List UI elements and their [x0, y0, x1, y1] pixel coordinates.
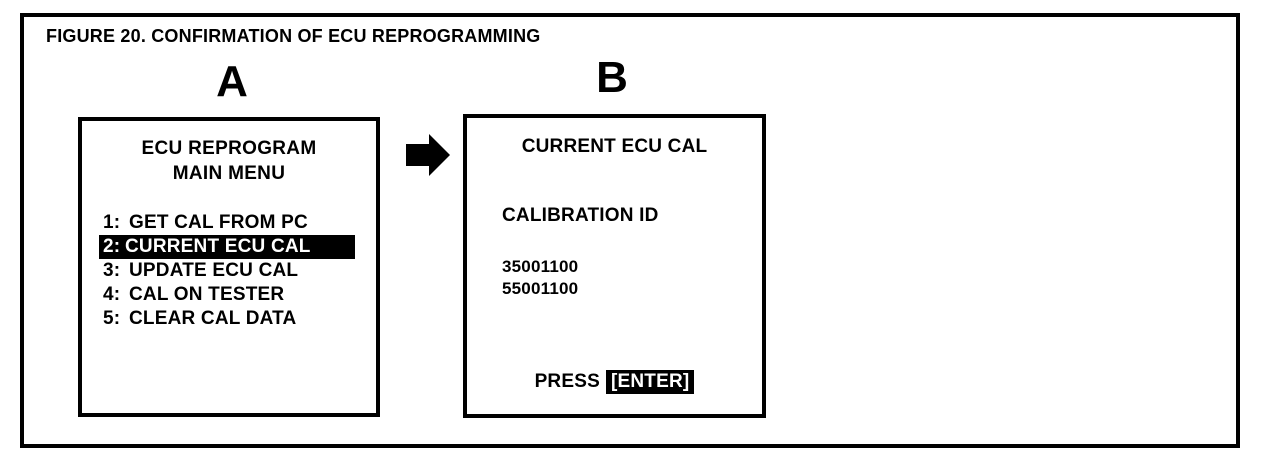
panel-a-letter: A	[216, 57, 248, 106]
menu-item-3-number: 3:	[103, 260, 121, 281]
panel-b-letter: B	[596, 53, 628, 102]
figure-title: FIGURE 20. CONFIRMATION OF ECU REPROGRAM…	[46, 26, 541, 46]
menu-item-1-label: GET CAL FROM PC	[129, 212, 308, 233]
panel-b-subheading: CALIBRATION ID	[502, 205, 659, 226]
menu-list: 1: GET CAL FROM PC 2:CURRENT ECU CAL 3: UP…	[99, 211, 361, 331]
calibration-id-value-1: 35001100	[502, 257, 579, 276]
menu-item-5-label: CLEAR CAL DATA	[129, 308, 297, 329]
menu-item-2-number: 2:	[103, 236, 121, 257]
menu-item-3-label: UPDATE ECU CAL	[129, 260, 299, 281]
menu-item-1[interactable]: 1: GET CAL FROM PC	[99, 211, 361, 235]
arrow-right-icon	[404, 133, 452, 177]
menu-item-5[interactable]: 5: CLEAR CAL DATA	[99, 307, 361, 331]
enter-key-badge[interactable]: [ENTER]	[605, 370, 695, 394]
menu-item-2[interactable]: 2:CURRENT ECU CAL	[99, 235, 355, 259]
panel-b-heading: CURRENT ECU CAL	[521, 136, 708, 157]
calibration-id-value-2: 55001100	[502, 279, 579, 298]
menu-item-4[interactable]: 4: CAL ON TESTER	[99, 283, 361, 307]
press-enter-prompt: PRESS[ENTER]	[467, 370, 762, 394]
menu-item-2-label: CURRENT ECU CAL	[125, 236, 311, 257]
menu-title-line2: MAIN MENU	[172, 163, 286, 184]
menu-title-line1: ECU REPROGRAM	[141, 138, 317, 159]
menu-item-1-number: 1:	[103, 212, 121, 233]
press-enter-label: PRESS	[534, 371, 600, 392]
screen-panel-a: ECU REPROGRAM MAIN MENU 1: GET CAL FROM P…	[78, 117, 380, 417]
screen-panel-b: CURRENT ECU CAL CALIBRATION ID 35001100 …	[463, 114, 766, 418]
menu-item-4-label: CAL ON TESTER	[129, 284, 285, 305]
menu-item-5-number: 5:	[103, 308, 121, 329]
menu-item-3[interactable]: 3: UPDATE ECU CAL	[99, 259, 361, 283]
menu-item-4-number: 4:	[103, 284, 121, 305]
calibration-id-list: 35001100 55001100	[502, 256, 578, 300]
